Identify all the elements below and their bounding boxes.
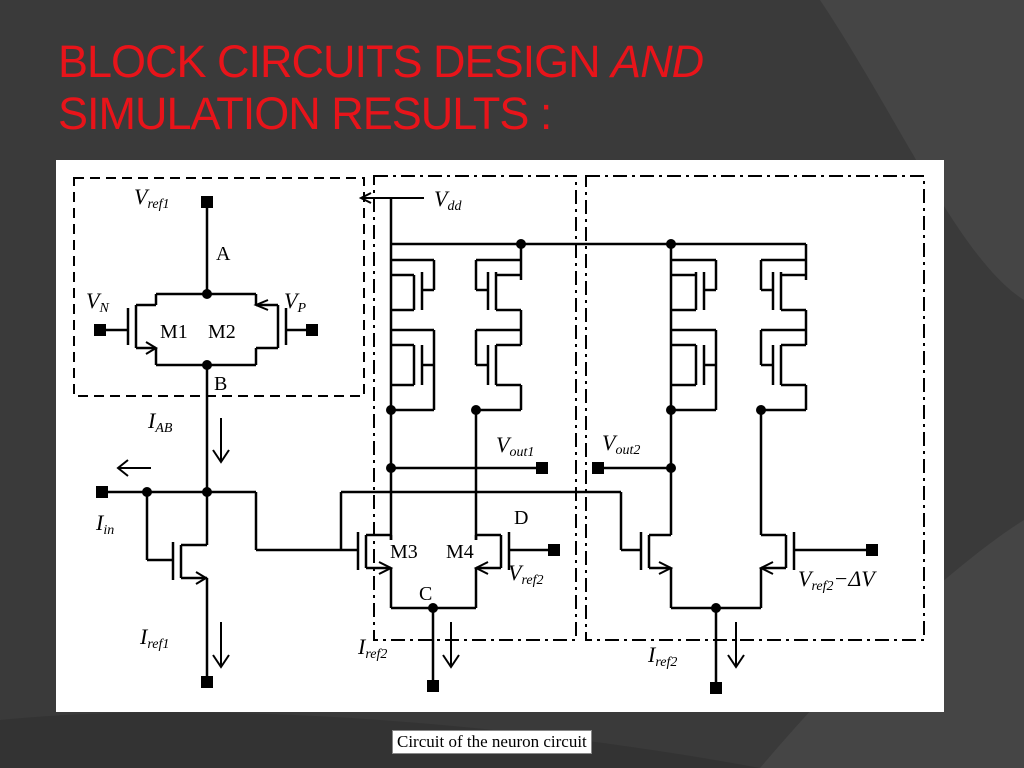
- figure-caption: Circuit of the neuron circuit: [392, 730, 592, 754]
- label-vn: VN: [86, 288, 109, 316]
- label-vref1: Vref1: [134, 184, 170, 212]
- slide-title: BLOCK CIRCUITS DESIGN AND SIMULATION RES…: [58, 36, 958, 140]
- label-node-b: B: [214, 373, 227, 395]
- vref1-terminal: [201, 196, 213, 208]
- label-iin: Iin: [95, 510, 114, 538]
- block-comparator-box: [373, 175, 577, 641]
- label-vdd: Vdd: [434, 186, 462, 214]
- circuit-figure: Vref1 Vdd A B C D VN VP M1 M2 M3 M4 IAB …: [56, 160, 944, 712]
- label-node-c: C: [419, 583, 432, 605]
- block-output-box: [585, 175, 925, 641]
- pmos-stack-left: [389, 244, 436, 410]
- label-iab: IAB: [147, 408, 173, 436]
- title-line1: BLOCK CIRCUITS DESIGN: [58, 36, 612, 87]
- vref2-terminal: [548, 544, 560, 556]
- label-m1: M1: [160, 321, 188, 343]
- title-line2: SIMULATION RESULTS :: [58, 88, 552, 139]
- vout1-terminal: [536, 462, 548, 474]
- label-node-d: D: [514, 507, 528, 529]
- label-node-a: A: [216, 243, 231, 265]
- label-vp: VP: [284, 288, 306, 316]
- label-m3: M3: [390, 541, 418, 563]
- label-vref2: Vref2: [508, 560, 544, 588]
- pmos-stack-right: [474, 244, 523, 540]
- neuron-circuit-diagram: Vref1 Vdd A B C D VN VP M1 M2 M3 M4 IAB …: [73, 175, 925, 694]
- label-iref1: Iref1: [139, 624, 169, 652]
- label-m2: M2: [208, 321, 236, 343]
- vp-terminal: [306, 324, 318, 336]
- vout2-terminal: [592, 462, 604, 474]
- iref2-right-terminal: [710, 682, 722, 694]
- iin-terminal: [96, 486, 108, 498]
- label-vout1: Vout1: [496, 432, 534, 460]
- iref2-left-terminal: [427, 680, 439, 692]
- label-m4: M4: [446, 541, 474, 563]
- block-differential-box: [73, 177, 365, 397]
- iref1-terminal: [201, 676, 213, 688]
- label-iref2-right: Iref2: [647, 642, 677, 670]
- title-and: AND: [611, 36, 704, 87]
- label-iref2-left: Iref2: [357, 634, 387, 662]
- vn-terminal: [94, 324, 106, 336]
- pmos-stack-right-block: [669, 242, 808, 412]
- label-vout2: Vout2: [602, 430, 640, 458]
- vref2dv-terminal: [866, 544, 878, 556]
- label-vref2-dv: Vref2−ΔV: [798, 566, 877, 594]
